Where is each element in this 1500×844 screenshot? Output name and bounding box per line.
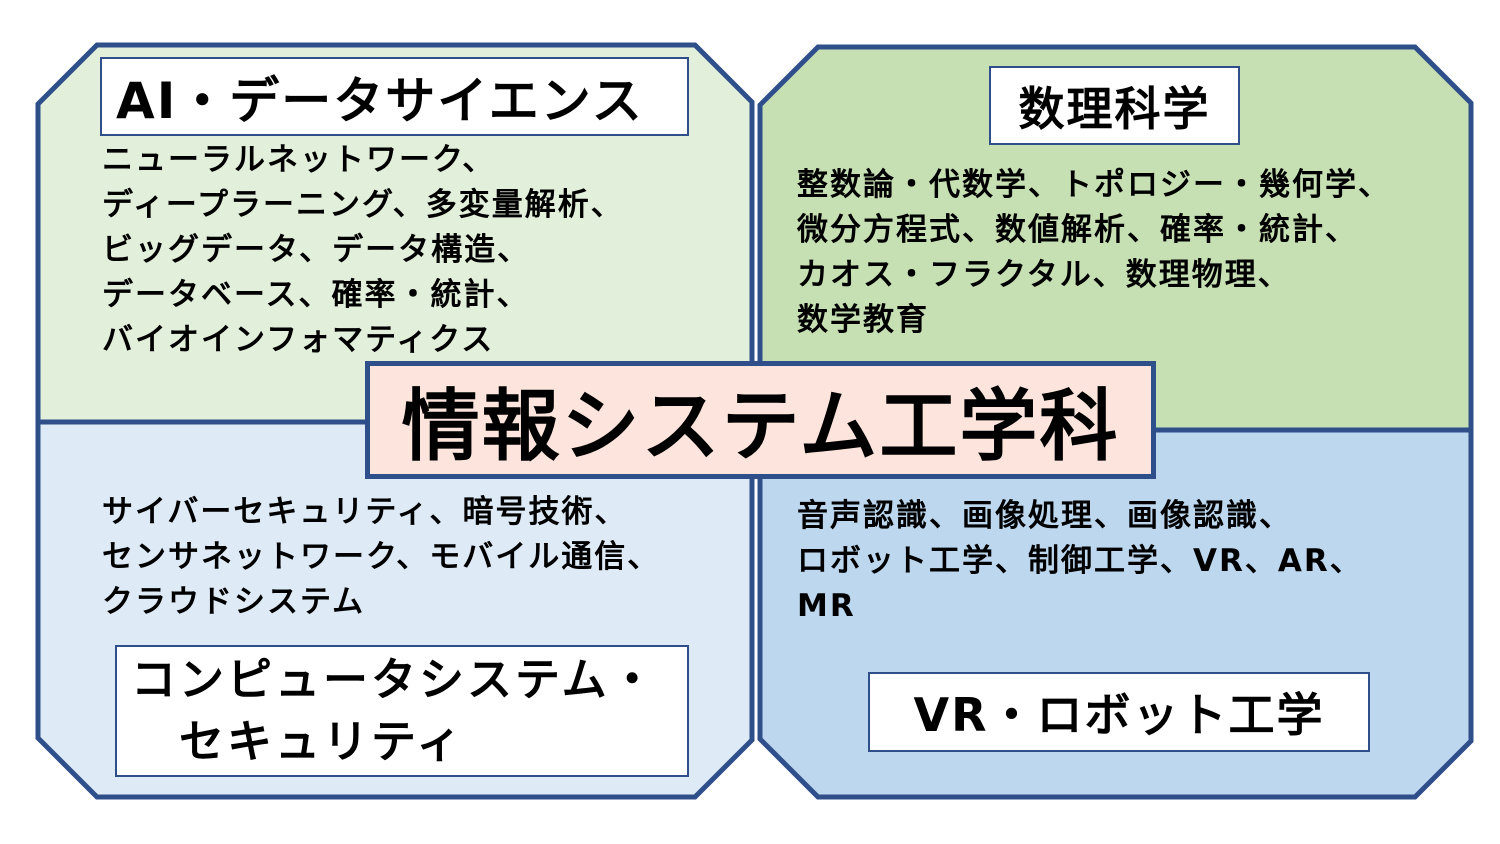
topic-line: ロボット工学、制御工学、VR、AR、 bbox=[797, 543, 1363, 579]
mathematical-science-title: 数理科学 bbox=[989, 66, 1240, 145]
topic-line: ニューラルネットワーク、 bbox=[102, 142, 496, 178]
mathematical-science-topics: 整数論・代数学、トポロジー・幾何学、 微分方程式、数値解析、確率・統計、 カオス… bbox=[797, 163, 1391, 343]
department-title: 情報システム工学科 bbox=[365, 361, 1156, 479]
topic-line: ビッグデータ、データ構造、 bbox=[102, 232, 531, 268]
topic-line: クラウドシステム bbox=[102, 584, 366, 620]
topic-line: センサネットワーク、モバイル通信、 bbox=[102, 539, 661, 575]
vr-robotics-topics: 音声認識、画像処理、画像認識、 ロボット工学、制御工学、VR、AR、 MR bbox=[797, 494, 1363, 629]
topic-line: 数学教育 bbox=[797, 302, 929, 338]
computer-security-title: コンピュータシステム・ セキュリティ bbox=[115, 645, 689, 777]
topic-line: 整数論・代数学、トポロジー・幾何学、 bbox=[797, 167, 1391, 203]
department-title-text: 情報システム工学科 bbox=[401, 382, 1120, 472]
topic-line: サイバーセキュリティ、暗号技術、 bbox=[102, 494, 628, 530]
topic-line: 音声認識、画像処理、画像認識、 bbox=[797, 498, 1292, 534]
computer-security-topics: サイバーセキュリティ、暗号技術、 センサネットワーク、モバイル通信、 クラウドシ… bbox=[102, 490, 660, 625]
ai-data-science-title-text: AI・データサイエンス bbox=[116, 71, 644, 130]
ai-data-science-title: AI・データサイエンス bbox=[100, 57, 689, 136]
topic-line: データベース、確率・統計、 bbox=[102, 277, 530, 313]
topic-line: バイオインフォマティクス bbox=[102, 322, 495, 358]
computer-security-title-line-1: コンピュータシステム・ bbox=[131, 653, 658, 706]
topic-line: ディープラーニング、多変量解析、 bbox=[102, 187, 624, 223]
topic-line: MR bbox=[797, 588, 856, 624]
vr-robotics-title: VR・ロボット工学 bbox=[868, 672, 1370, 752]
mathematical-science-title-text: 数理科学 bbox=[1018, 81, 1211, 136]
computer-security-title-line-2: セキュリティ bbox=[179, 715, 465, 768]
topic-line: カオス・フラクタル、数理物理、 bbox=[797, 257, 1291, 293]
ai-data-science-topics: ニューラルネットワーク、 ディープラーニング、多変量解析、 ビッグデータ、データ… bbox=[102, 138, 624, 363]
vr-robotics-title-text: VR・ロボット工学 bbox=[913, 688, 1325, 742]
topic-line: 微分方程式、数値解析、確率・統計、 bbox=[797, 212, 1358, 248]
